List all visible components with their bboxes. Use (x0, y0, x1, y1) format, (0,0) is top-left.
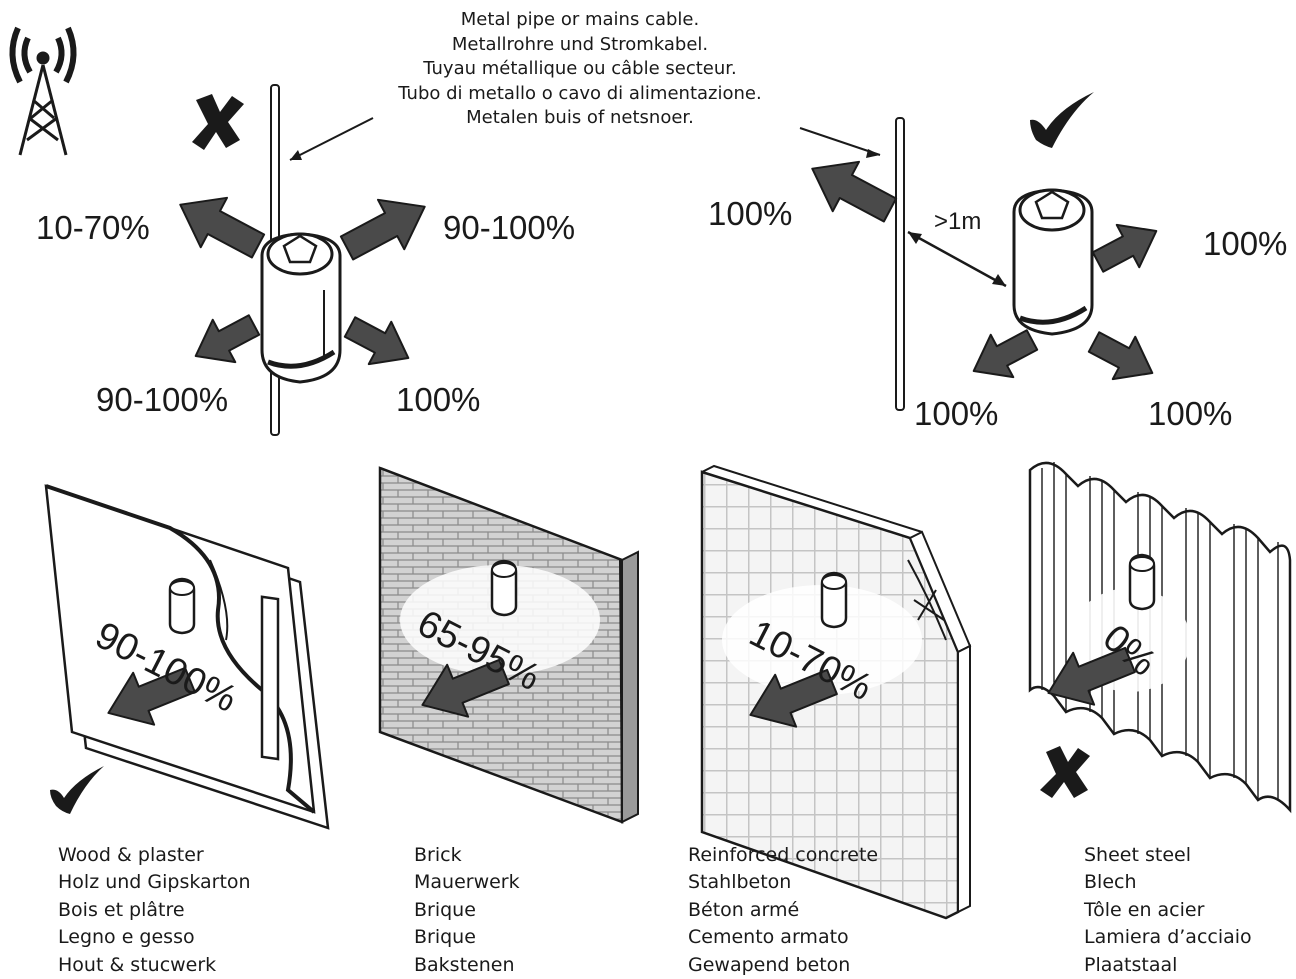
distance-arrow (907, 230, 1007, 288)
material-line: Wood & plaster (58, 844, 204, 866)
arrow-upper-right (332, 180, 439, 274)
material-label-brick: Brick Mauerwerk Brique Brique Bakstenen (414, 842, 520, 979)
material-line: Sheet steel (1084, 844, 1191, 866)
reading-lower-right: 100% (1148, 395, 1233, 432)
pipe-note-line: Metallrohre und Stromkabel. (451, 33, 709, 55)
sensor-small (490, 559, 518, 617)
cross-icon (192, 94, 244, 150)
wall-reinforced-concrete (700, 464, 972, 920)
pipe-note: Metal pipe or mains cable. Metallrohre u… (360, 8, 800, 131)
material-line: Hout & stucwerk (58, 953, 217, 976)
arrow-lower-right (337, 304, 421, 381)
material-line: Reinforced concrete (688, 844, 879, 866)
pipe-note-line: Tubo di metallo o cavo di alimentazione. (398, 82, 762, 104)
arrow-upper-left (166, 178, 273, 272)
wall-sheet-steel (1028, 461, 1292, 814)
sensor-device (260, 232, 342, 384)
metal-pipe (895, 117, 905, 411)
reading-lower-left: 90-100% (96, 381, 229, 418)
radio-tower-icon (9, 26, 77, 156)
material-line: Tôle en acier (1084, 898, 1205, 921)
pointer-line (289, 117, 374, 161)
pipe-note-line: Metal pipe or mains cable. (460, 9, 700, 30)
material-line: Cemento armato (688, 926, 849, 949)
arrow-lower-right (1081, 319, 1165, 396)
sensor-small (820, 571, 848, 629)
material-line: Plaatstaal (1084, 953, 1178, 976)
reading-lower-left: 100% (914, 395, 999, 432)
arrow-upper-right (1085, 208, 1169, 285)
left-setup (166, 84, 439, 436)
material-line: Bakstenen (414, 953, 515, 976)
check-icon (1030, 92, 1094, 148)
material-label-concrete: Reinforced concrete Stahlbeton Béton arm… (688, 842, 878, 979)
wall-wood-plaster (44, 484, 330, 830)
reading-lower-right: 100% (396, 381, 481, 418)
reading-upper-right: 100% (1203, 225, 1288, 262)
check-icon (50, 766, 104, 814)
pipe-note-line: Tuyau métallique ou câble secteur. (423, 58, 737, 79)
wall-brick (378, 466, 639, 824)
reading-upper-right: 90-100% (443, 209, 576, 246)
sensor-device (1012, 188, 1094, 336)
material-line: Gewapend beton (688, 953, 851, 976)
material-line: Holz und Gipskarton (58, 871, 251, 894)
sensor-small (168, 577, 196, 635)
material-line: Brique (414, 926, 476, 949)
reading-upper-left: 10-70% (36, 209, 150, 246)
distance-label: >1m (934, 208, 982, 235)
material-line: Legno e gesso (58, 926, 195, 949)
material-line: Stahlbeton (688, 871, 792, 894)
material-label-wood: Wood & plaster Holz und Gipskarton Bois … (58, 842, 251, 979)
material-line: Lamiera d’acciaio (1084, 926, 1252, 949)
arrow-upper-left (798, 142, 905, 236)
material-line: Mauerwerk (414, 871, 520, 894)
material-label-steel: Sheet steel Blech Tôle en acier Lamiera … (1084, 842, 1252, 979)
sensor-small (1128, 553, 1156, 611)
pointer-line (799, 127, 881, 156)
material-line: Béton armé (688, 898, 800, 921)
pipe-note-line: Metalen buis of netsnoer. (466, 107, 694, 128)
arrow-lower-left (183, 302, 267, 379)
material-line: Bois et plâtre (58, 898, 185, 921)
reading-upper-left: 100% (708, 195, 793, 232)
right-setup (798, 117, 1169, 411)
cross-icon (1040, 746, 1090, 798)
material-line: Brique (414, 898, 476, 921)
material-line: Brick (414, 844, 462, 866)
material-line: Blech (1084, 871, 1137, 894)
